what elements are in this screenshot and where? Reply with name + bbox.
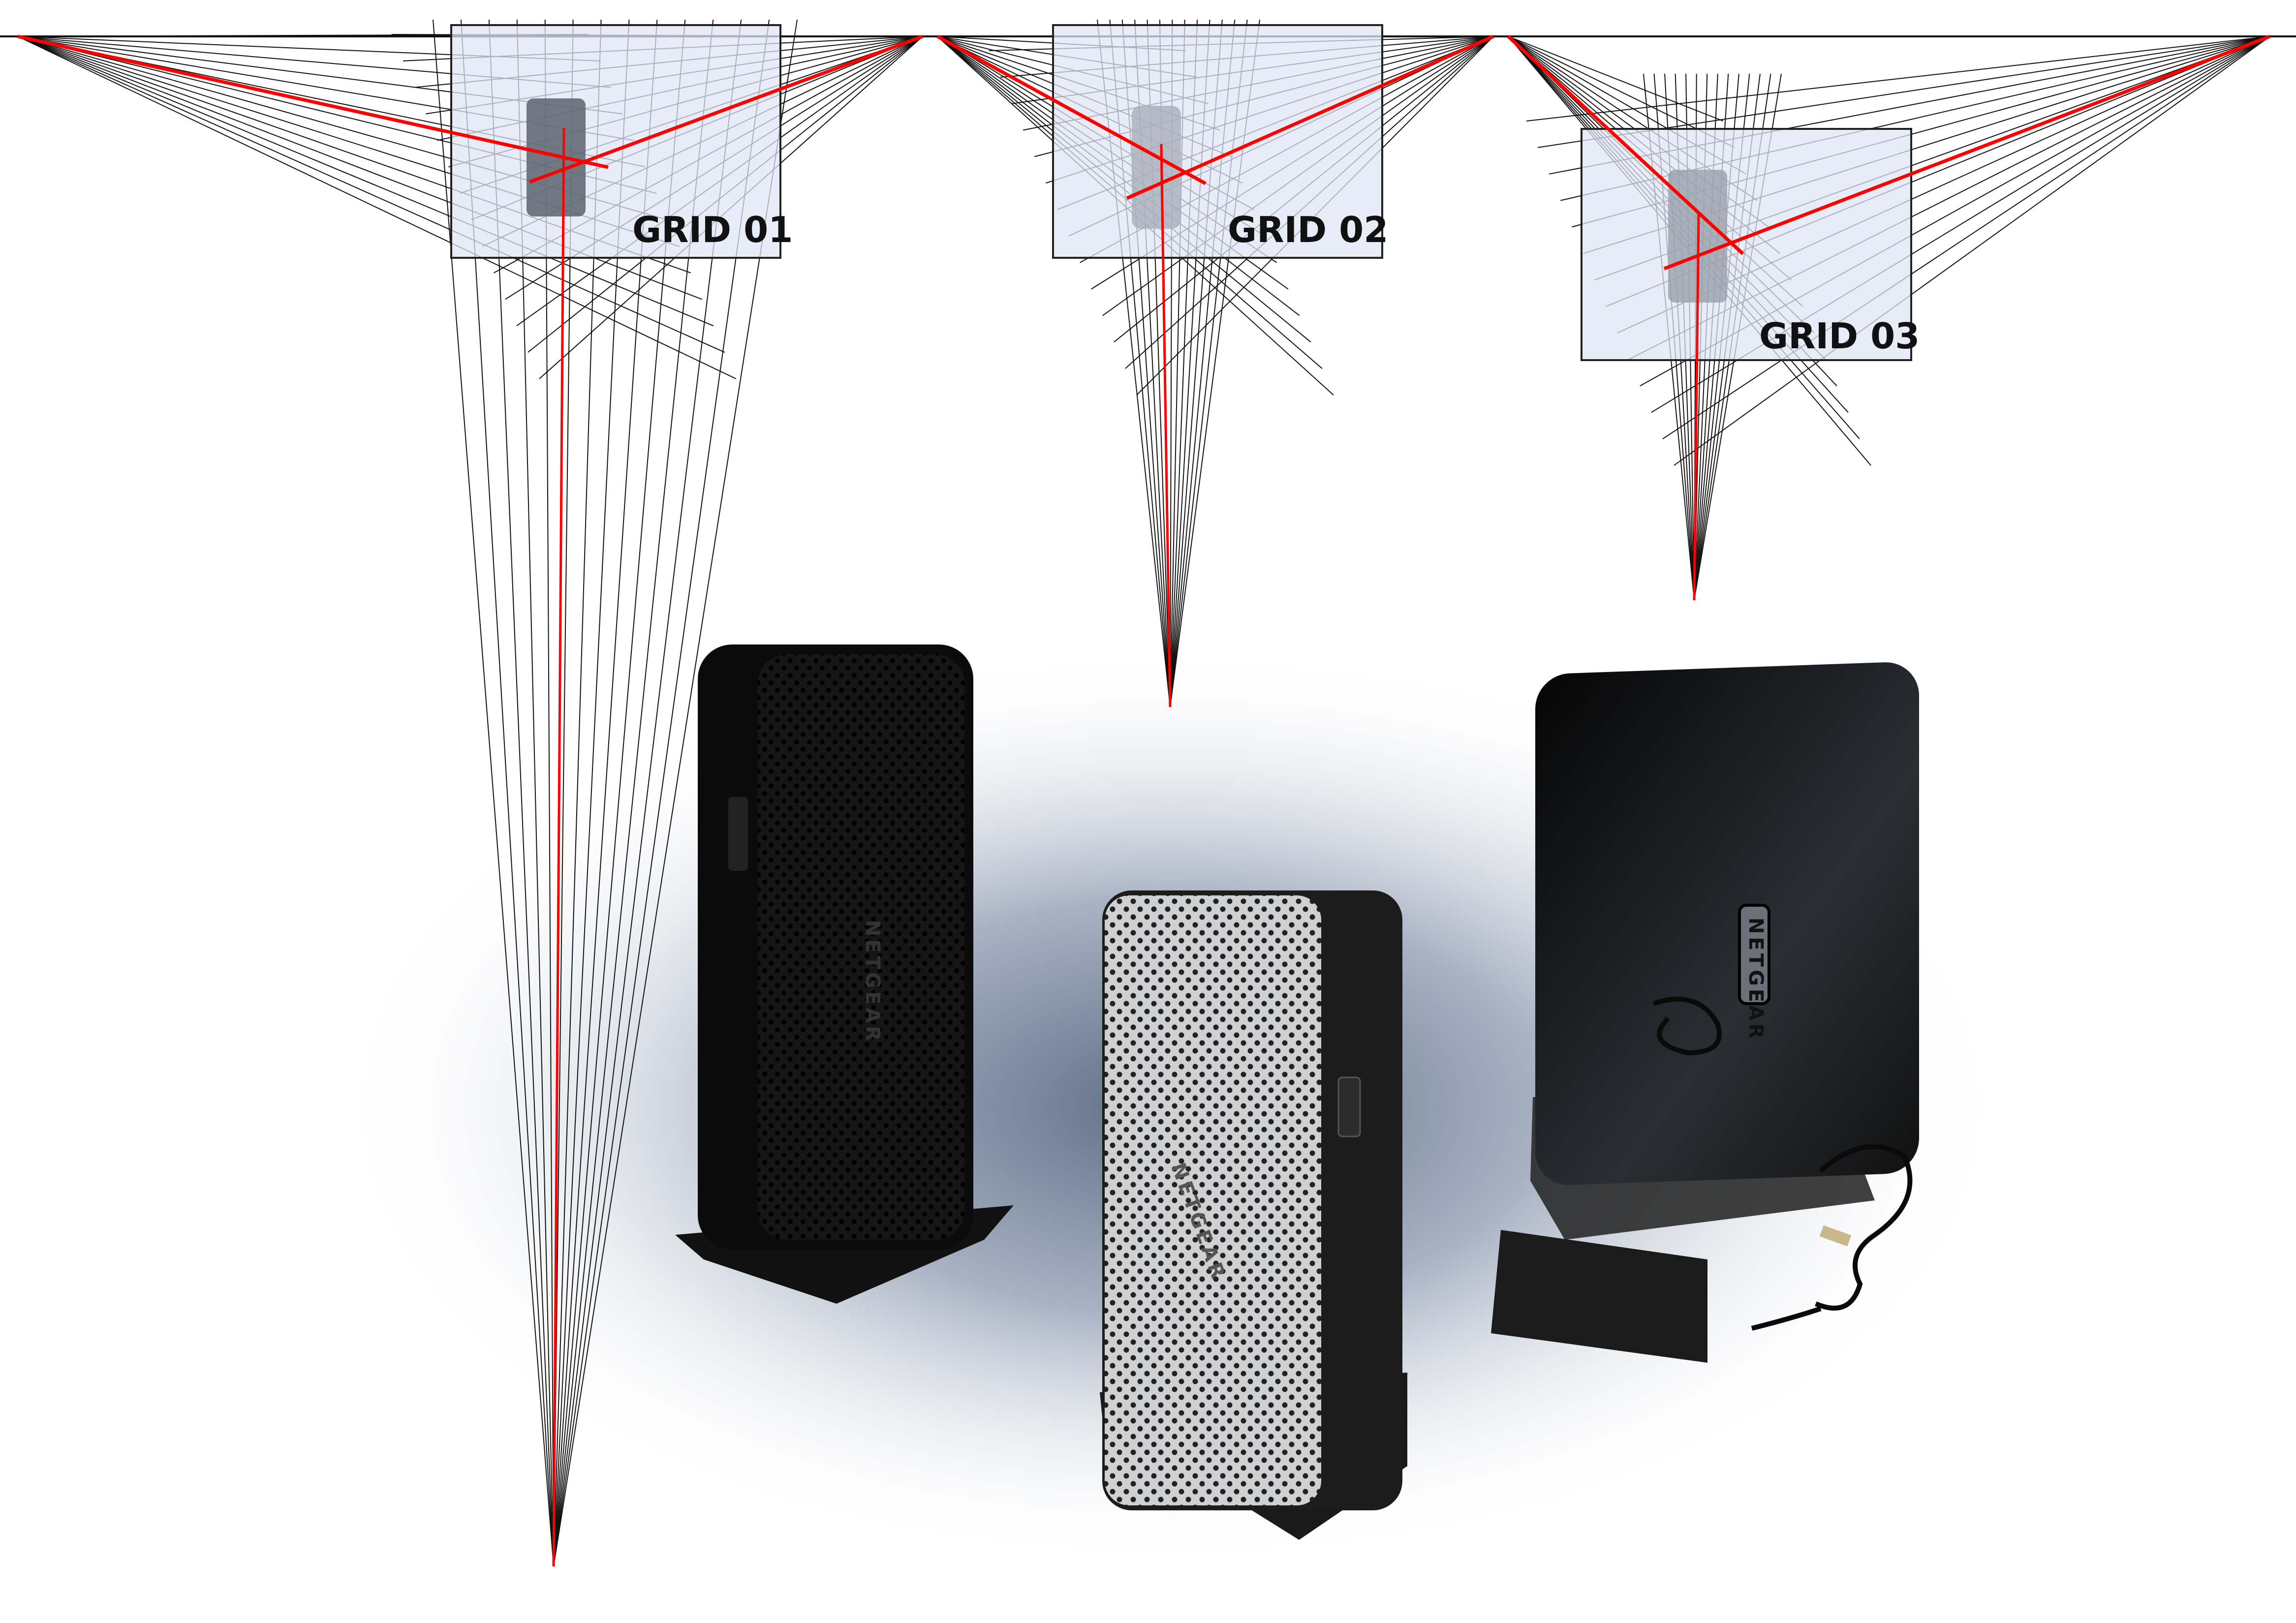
- vanishing-line-right: [1674, 36, 2270, 466]
- red-guide-vertical: [1693, 214, 1700, 601]
- router-silver-grille: [1105, 895, 1321, 1505]
- grid-03-label: GRID 03: [1759, 315, 1920, 357]
- grid-03-box: [1581, 128, 1912, 361]
- grid-03: GRID 03: [1581, 128, 1920, 361]
- vertical-vanishing-line: [553, 19, 770, 1567]
- cable-tie: [1819, 1225, 1852, 1247]
- vanishing-line-left: [17, 36, 737, 379]
- grid-02: GRID 02: [1052, 24, 1388, 259]
- router-glossy-badge: [1738, 904, 1770, 1005]
- vertical-vanishing-line: [460, 19, 554, 1567]
- grid-01-label: GRID 01: [632, 209, 793, 250]
- vertical-vanishing-line: [544, 19, 554, 1567]
- vanishing-line-right: [1526, 36, 2270, 122]
- grid-02-label: GRID 02: [1228, 209, 1388, 250]
- red-guide-right: [1663, 34, 2271, 271]
- vertical-vanishing-line: [553, 19, 742, 1567]
- vertical-vanishing-line: [553, 19, 602, 1567]
- vertical-vanishing-line: [553, 19, 630, 1567]
- grid-02-box: [1052, 24, 1383, 259]
- red-guide-right: [1126, 34, 1494, 200]
- power-cable: [1652, 997, 1913, 1331]
- vertical-vanishing-line: [553, 19, 686, 1567]
- vanishing-line-right: [1662, 36, 2270, 439]
- router-glossy-body: [1535, 662, 1919, 1185]
- vertical-vanishing-line: [488, 19, 554, 1567]
- router-black-logo: NETGEAR: [861, 920, 884, 1044]
- router-glossy: NETGEAR: [1491, 662, 1919, 1363]
- router-black-buttons: [728, 797, 748, 871]
- red-guide-vertical: [552, 127, 565, 1567]
- grid-01-box: [450, 24, 781, 259]
- red-guide-left: [1507, 35, 1744, 255]
- vertical-vanishing-line: [553, 19, 658, 1567]
- vanishing-line-left: [17, 36, 725, 353]
- red-guide-vertical: [1160, 144, 1172, 707]
- vanishing-line-left: [17, 36, 714, 327]
- vertical-vanishing-line: [553, 19, 574, 1567]
- router-silver-buttons: [1337, 1076, 1361, 1137]
- vertical-vanishing-line: [553, 19, 798, 1567]
- primary-red-guides: [17, 34, 2271, 1567]
- router-silver: NETGEAR: [1100, 890, 1407, 1540]
- router-black: NETGEAR: [675, 644, 1014, 1304]
- red-guide-left: [17, 34, 609, 169]
- grid-02-router-thumbnail: [1132, 106, 1181, 229]
- router-black-grille: [758, 654, 964, 1240]
- vertical-vanishing-line: [433, 19, 554, 1567]
- vertical-vanishing-line: [553, 19, 714, 1567]
- vanishing-line-left: [1508, 36, 1724, 122]
- grid-01: GRID 01: [450, 24, 793, 259]
- red-guide-right: [528, 34, 924, 184]
- router-glossy-logo: NETGEAR: [1744, 918, 1767, 1041]
- power-adapter: [1491, 1230, 1707, 1363]
